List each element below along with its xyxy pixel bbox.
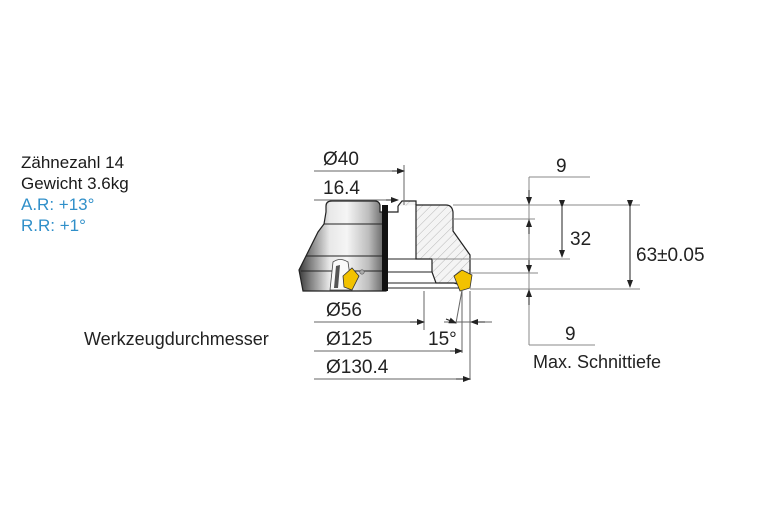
tool-diameter-caption: Werkzeugdurchmesser xyxy=(84,329,269,349)
top-dimensions xyxy=(314,165,405,205)
bottom-dimensions xyxy=(314,289,492,382)
hub-diameter-label: Ø56 xyxy=(326,300,362,321)
tool-diameter-label: Ø125 xyxy=(326,329,372,350)
cutter-section-view xyxy=(388,200,473,292)
insert-left xyxy=(342,267,360,291)
cutter-side-view xyxy=(298,200,388,292)
total-height-label: 63±0.05 xyxy=(636,245,705,266)
teeth-count: Zähnezahl 14 xyxy=(21,153,125,172)
max-diameter-label: Ø130.4 xyxy=(326,357,389,378)
weight: Gewicht 3.6kg xyxy=(21,174,129,193)
bore-depth-label: 32 xyxy=(570,229,591,250)
lead-angle-label: 15° xyxy=(428,329,457,350)
max-cut-depth-value: 9 xyxy=(565,324,576,345)
key-width-label: 16.4 xyxy=(323,178,360,199)
insert-right xyxy=(453,269,473,292)
axial-rake: A.R: +13° xyxy=(21,195,95,214)
max-cut-depth-label: Max. Schnittiefe xyxy=(533,352,661,372)
height-dimensions xyxy=(432,176,640,346)
top-depth-label: 9 xyxy=(556,156,567,177)
bore-diameter-label: Ø40 xyxy=(323,149,359,170)
radial-rake: R.R: +1° xyxy=(21,216,86,235)
